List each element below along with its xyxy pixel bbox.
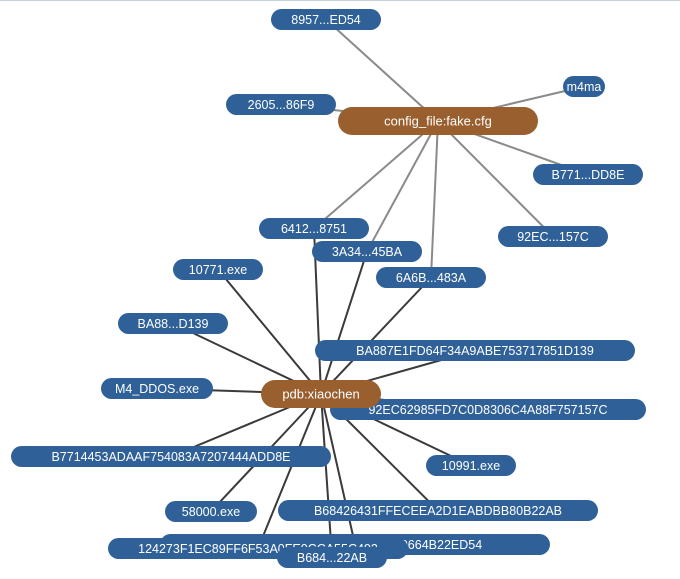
leaf-node-label: B68426431FFECEEA2D1EABDBB80B22AB xyxy=(314,504,562,518)
leaf-node-pill xyxy=(11,446,331,467)
leaf-node[interactable]: 6A6B...483A xyxy=(376,267,486,288)
leaf-node-pill xyxy=(315,340,635,361)
leaf-node[interactable]: 92EC...157C xyxy=(498,226,608,247)
edge-h1-n5 xyxy=(437,120,554,238)
hub-node-pill xyxy=(338,107,538,135)
hub-node-pill xyxy=(261,380,381,408)
leaf-node-label: 10991.exe xyxy=(442,459,500,473)
leaf-node-label: 6A6B...483A xyxy=(396,271,467,285)
edge-h1-n8 xyxy=(430,120,439,278)
leaf-node-pill xyxy=(101,378,213,399)
leaf-node[interactable]: 10771.exe xyxy=(173,259,263,280)
leaf-node-pill xyxy=(376,267,486,288)
hub-node[interactable]: config_file:fake.cfg xyxy=(338,107,538,135)
leaf-node[interactable]: 10991.exe xyxy=(426,455,516,476)
leaf-node-label: 92EC...157C xyxy=(517,230,589,244)
leaf-node-pill xyxy=(426,455,516,476)
leaf-node-label: B771...DD8E xyxy=(552,168,625,182)
edge-h1-n6 xyxy=(313,120,439,230)
hub-node-label: config_file:fake.cfg xyxy=(384,114,492,129)
leaf-node-pill xyxy=(259,218,369,239)
leaf-node[interactable]: M4_DDOS.exe xyxy=(101,378,213,399)
edge-h2-n7 xyxy=(320,251,368,395)
leaf-node-pill xyxy=(563,76,605,97)
leaf-node[interactable]: B771...DD8E xyxy=(533,164,643,185)
leaf-node[interactable]: 92EC62985FD7C0D8306C4A88F757157C xyxy=(330,399,646,420)
leaf-node-label: 2605...86F9 xyxy=(248,98,315,112)
edge-h2-n19 xyxy=(257,393,322,549)
leaf-node-label: m4ma xyxy=(567,80,602,94)
leaf-node-label: 92EC62985FD7C0D8306C4A88F757157C xyxy=(368,403,607,417)
edge-h2-n8 xyxy=(320,276,432,395)
top-border xyxy=(0,0,680,1)
hub-node[interactable]: pdb:xiaochen xyxy=(261,380,381,408)
edge-h1-n1 xyxy=(325,18,439,122)
leaf-node[interactable]: 6412...8751 xyxy=(259,218,369,239)
leaf-node-pill xyxy=(277,547,387,568)
leaf-node-label: 3A34...45BA xyxy=(332,245,403,259)
leaf-node-pill xyxy=(271,9,381,30)
leaf-node-pill xyxy=(330,399,646,420)
leaf-node[interactable]: B7714453ADAAF754083A7207444ADD8E xyxy=(11,446,331,467)
leaf-node-pill xyxy=(498,226,608,247)
leaf-node-label: M4_DDOS.exe xyxy=(115,382,199,396)
leaf-node-pill xyxy=(165,501,257,522)
leaf-node-label: 6412...8751 xyxy=(281,222,347,236)
edge-layer xyxy=(156,18,589,558)
leaf-node[interactable]: 2605...86F9 xyxy=(226,94,336,115)
leaf-node-label: 58000.exe xyxy=(182,505,240,519)
leaf-node[interactable]: 3A34...45BA xyxy=(312,241,422,262)
edge-h1-n7 xyxy=(366,120,439,252)
leaf-node-pill xyxy=(533,164,643,185)
leaf-node-pill xyxy=(312,241,422,262)
leaf-node[interactable]: 8957...ED54 xyxy=(271,9,381,30)
leaf-node-label: BA88...D139 xyxy=(138,317,209,331)
leaf-node[interactable]: BA88...D139 xyxy=(118,313,228,334)
leaf-node-label: B684...22AB xyxy=(297,551,367,565)
leaf-node-label: 8957...ED54 xyxy=(291,13,361,27)
hub-node-label: pdb:xiaochen xyxy=(282,387,359,402)
leaf-node[interactable]: 58000.exe xyxy=(165,501,257,522)
edge-h2-n20 xyxy=(320,393,333,558)
leaf-node-pill xyxy=(226,94,336,115)
leaf-node-label: B7714453ADAAF754083A7207444ADD8E xyxy=(51,450,290,464)
leaf-node[interactable]: B68426431FFECEEA2D1EABDBB80B22AB xyxy=(278,500,598,521)
leaf-node-pill xyxy=(118,313,228,334)
leaf-node-label: BA887E1FD64F34A9ABE753717851D139 xyxy=(356,344,594,358)
leaf-node-pill xyxy=(278,500,598,521)
leaf-node-pill xyxy=(173,259,263,280)
leaf-node[interactable]: m4ma xyxy=(563,76,605,97)
leaf-node[interactable]: BA887E1FD64F34A9ABE753717851D139 xyxy=(315,340,635,361)
leaf-node-label: 10771.exe xyxy=(189,263,247,277)
edge-h2-n9 xyxy=(217,268,322,395)
leaf-node[interactable]: B684...22AB xyxy=(277,547,387,568)
